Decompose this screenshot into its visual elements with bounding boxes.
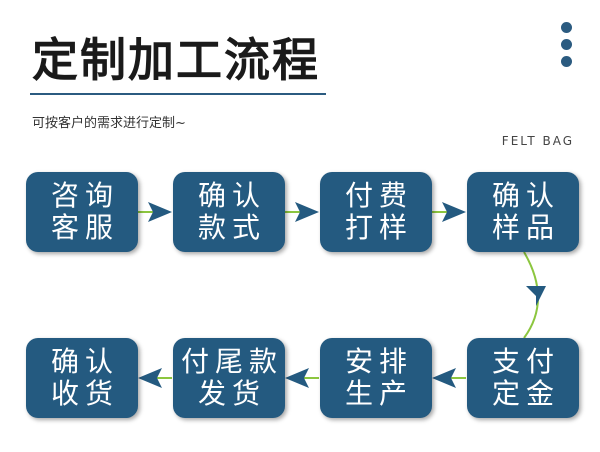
step-label: 样品 <box>491 211 560 244</box>
step-consult-service: 咨询 客服 <box>26 172 138 252</box>
title-underline <box>30 93 326 95</box>
connector-5-6 <box>432 368 466 388</box>
step-label: 款式 <box>197 211 266 244</box>
step-label: 客服 <box>50 211 119 244</box>
step-label: 确认 <box>50 345 119 378</box>
step-label: 咨询 <box>50 179 119 212</box>
step-label: 定金 <box>491 377 560 410</box>
step-label: 确认 <box>491 179 560 212</box>
connector-1-2 <box>138 202 172 222</box>
step-final-payment-ship: 付尾款 发货 <box>173 338 285 418</box>
connector-2-3 <box>285 202 319 222</box>
step-label: 付费 <box>344 179 413 212</box>
connector-7-8 <box>138 368 172 388</box>
dot <box>561 56 572 67</box>
step-label: 打样 <box>344 211 413 244</box>
step-label: 安排 <box>344 345 413 378</box>
dot <box>561 39 572 50</box>
dot <box>561 22 572 33</box>
step-label: 生产 <box>344 377 413 410</box>
page-subtitle: 可按客户的需求进行定制~ <box>32 116 186 131</box>
step-pay-sample: 付费 打样 <box>320 172 432 252</box>
brand-label: FELT BAG <box>501 134 574 148</box>
step-arrange-production: 安排 生产 <box>320 338 432 418</box>
step-label: 支付 <box>491 345 560 378</box>
step-confirm-style: 确认 款式 <box>173 172 285 252</box>
step-label: 收货 <box>50 377 119 410</box>
page-title: 定制加工流程 <box>32 33 320 87</box>
menu-dots-icon <box>561 22 575 73</box>
step-pay-deposit: 支付 定金 <box>467 338 579 418</box>
step-confirm-sample: 确认 样品 <box>467 172 579 252</box>
step-label: 发货 <box>197 377 266 410</box>
connector-4-5 <box>523 251 546 339</box>
connector-6-7 <box>285 368 319 388</box>
step-confirm-receipt: 确认 收货 <box>26 338 138 418</box>
step-label: 付尾款 <box>180 345 283 378</box>
step-label: 确认 <box>197 179 266 212</box>
connector-3-4 <box>432 202 466 222</box>
